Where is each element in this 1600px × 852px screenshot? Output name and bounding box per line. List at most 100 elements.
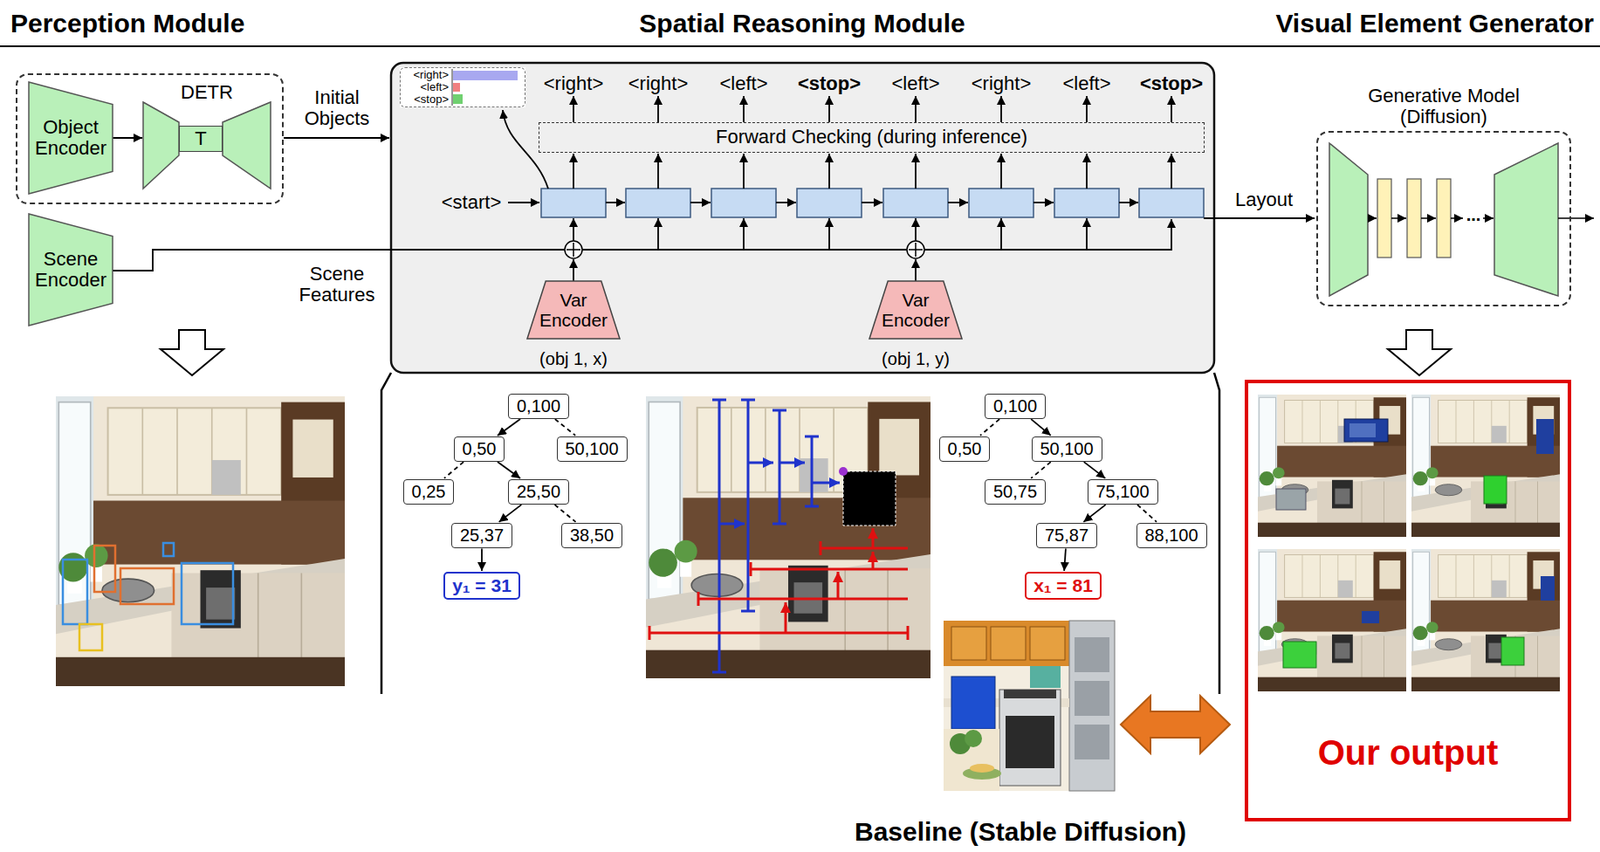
scene-feature-line <box>112 219 1172 271</box>
output-photo <box>1501 637 1525 666</box>
reasoning-photo <box>872 551 875 570</box>
arrow-label: Layout <box>1235 189 1293 211</box>
signal-arrow <box>112 137 390 139</box>
encoder-block: Var Encoder <box>527 281 620 339</box>
input-photo <box>62 559 88 625</box>
reasoning-photo <box>811 481 840 485</box>
hollow-arrow <box>160 329 1451 376</box>
reasoning-photo <box>741 610 756 613</box>
token-label: <right> <box>628 73 689 95</box>
reasoning-photo <box>820 547 908 550</box>
diffusion-network <box>1436 178 1451 258</box>
signal-arrow <box>657 96 660 123</box>
interval-box: 50,100 <box>1031 436 1103 462</box>
output-photo <box>1411 549 1560 692</box>
token-label: <left> <box>1062 73 1111 95</box>
arrow-label: Initial Objects <box>288 87 385 130</box>
scene-feature-line <box>112 218 1172 282</box>
reasoning-photo <box>698 597 908 601</box>
tree-edge <box>1030 418 1051 436</box>
interval-box: 25,37 <box>451 522 513 549</box>
scene-feature-line <box>828 218 831 250</box>
baseline-photo <box>1074 680 1110 716</box>
signal-arrow <box>914 153 917 189</box>
sum-symbol <box>564 240 583 259</box>
tree-edge <box>499 504 522 522</box>
hollow-arrow <box>160 329 224 376</box>
baseline-photo <box>943 728 1000 791</box>
signal-arrow <box>947 201 969 204</box>
tree-edge <box>497 461 521 479</box>
reasoning-photo <box>819 541 823 556</box>
baseline-photo <box>1074 724 1110 760</box>
interval-box: 0,100 <box>984 393 1046 419</box>
distribution-chart <box>453 94 463 104</box>
reasoning-photo <box>748 461 774 465</box>
interval-box: 0,100 <box>508 393 570 419</box>
tree-edge <box>555 418 576 436</box>
connector-group <box>444 418 1157 571</box>
output-photo <box>1276 488 1306 510</box>
node-text: 38,50 <box>569 525 614 545</box>
decoder-cell <box>1139 188 1204 218</box>
section-title: Perception Module <box>10 8 245 38</box>
node-text: 0,50 <box>947 439 982 459</box>
distribution-box: <right><left><stop> <box>399 67 526 108</box>
reasoning-photo <box>749 562 753 577</box>
signal-arrow <box>742 153 745 189</box>
reasoning-photo <box>838 466 848 476</box>
signal-arrow <box>828 153 831 189</box>
signal-arrow <box>1000 96 1003 123</box>
decoder-cell <box>1054 188 1120 218</box>
signal-arrow <box>508 201 540 204</box>
signal-arrow <box>605 201 625 204</box>
reasoning-photo <box>772 409 787 413</box>
signal-arrow <box>1558 217 1594 220</box>
node-text: Var Encoder <box>529 289 618 330</box>
result-box: x₁ = 81 <box>1024 571 1102 600</box>
interval-box: 0,25 <box>403 479 454 505</box>
input-photo <box>79 624 103 651</box>
token-label: <left> <box>891 73 940 95</box>
interval-box: 38,50 <box>561 522 623 549</box>
token-label: <stop> <box>1139 73 1203 95</box>
output-panel: Our output <box>1244 379 1572 822</box>
encoder-block: Object Encoder <box>28 82 113 194</box>
node-text: 0,25 <box>412 481 447 502</box>
tree-edge <box>444 461 464 479</box>
section-title: Visual Element Generator <box>1275 8 1594 38</box>
node-text: Forward Checking (during inference) <box>715 126 1028 148</box>
encoder-block: Var Encoder <box>869 281 962 339</box>
reasoning-photo <box>784 602 788 633</box>
signal-arrow <box>572 96 575 123</box>
baseline-photo <box>964 729 982 748</box>
reasoning-photo <box>719 522 745 526</box>
node-text: Var Encoder <box>872 289 960 330</box>
module-box: Object EncoderTDETR <box>15 73 284 205</box>
ellipsis-label: ... <box>1466 205 1482 225</box>
interval-box: 0,50 <box>453 436 505 462</box>
reasoning-photo <box>645 396 931 679</box>
scene-feature-line <box>657 218 660 250</box>
reasoning-photo <box>712 671 727 674</box>
baseline-photo <box>1074 637 1110 673</box>
token-label: <stop> <box>797 73 861 95</box>
result-box: y₁ = 31 <box>443 571 521 600</box>
tree-edge <box>480 549 483 572</box>
output-photo <box>1257 549 1407 692</box>
signal-arrow <box>1367 217 1594 220</box>
node-text: 75,100 <box>1095 481 1149 502</box>
input-photo <box>120 568 174 605</box>
reasoning-photo <box>906 625 910 640</box>
sum-symbol <box>914 242 917 257</box>
baseline-photo <box>1030 666 1061 688</box>
reasoning-photo <box>779 461 805 465</box>
reasoning-photo <box>697 591 701 606</box>
scene-feature-line <box>1000 218 1003 250</box>
bracket-line <box>381 372 1220 694</box>
input-photo <box>94 545 116 592</box>
distribution-chart <box>453 70 518 81</box>
interval-box: 25,50 <box>508 479 570 505</box>
node-text: Our output <box>1318 733 1499 772</box>
